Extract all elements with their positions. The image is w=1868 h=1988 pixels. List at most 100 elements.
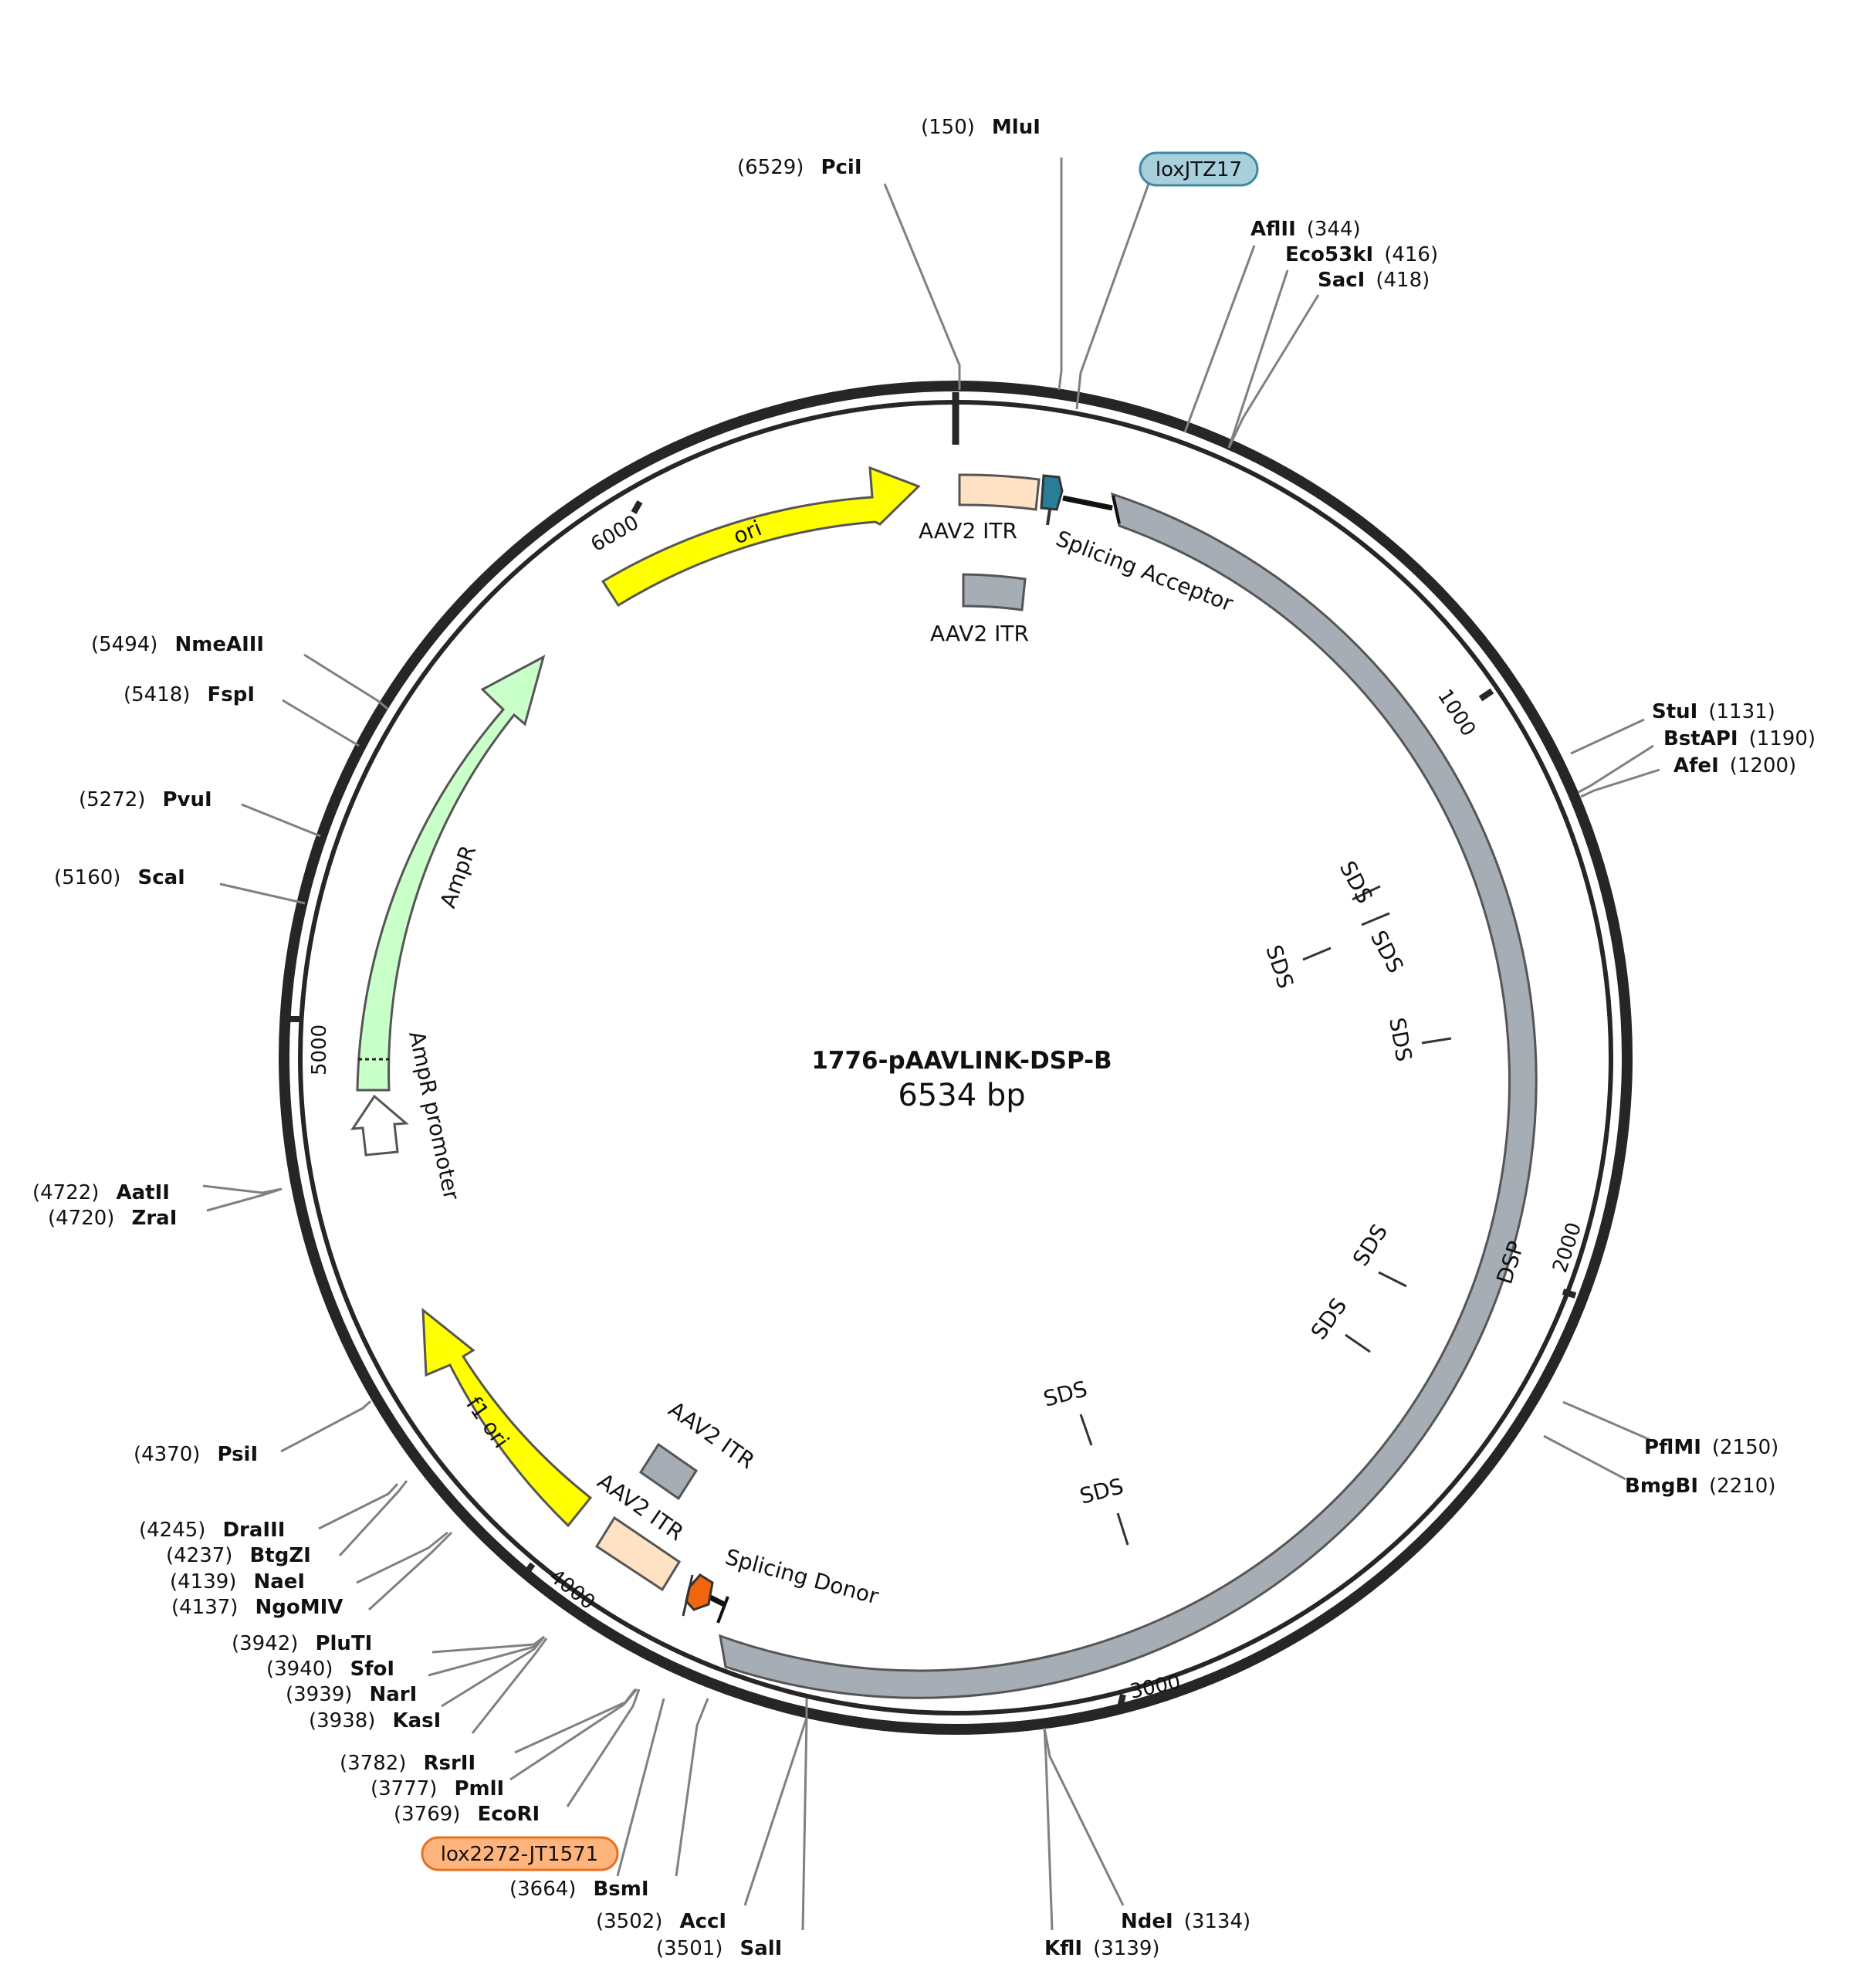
badge-loxjtz17-label: loxJTZ17 bbox=[1156, 158, 1242, 181]
leader-nari bbox=[441, 1636, 546, 1708]
leader-nmeaiii bbox=[303, 653, 388, 710]
site-saci: SacI(418) bbox=[1318, 269, 1430, 292]
leader-pflmi bbox=[1562, 1400, 1651, 1441]
badge-loxjtz17[interactable]: loxJTZ17 bbox=[1139, 151, 1259, 187]
site-ngomiv: (4137)NgoMIV bbox=[171, 1596, 343, 1619]
site-ndei: NdeI(3134) bbox=[1121, 1910, 1250, 1933]
site-leaders bbox=[202, 157, 1660, 1931]
sds-mark bbox=[1421, 1037, 1452, 1045]
leader-lox2272 bbox=[616, 1698, 665, 1877]
aav2-itr-features: AAV2 ITR AAV2 ITR AAV2 ITR AAV2 ITR bbox=[593, 473, 1041, 1592]
sds-mark bbox=[1116, 1512, 1129, 1546]
badge-lox2272-pill[interactable] bbox=[421, 1836, 619, 1871]
site-pvui: (5272)PvuI bbox=[79, 788, 212, 811]
aav2-itr-top-outer[interactable] bbox=[958, 473, 1041, 511]
sds-label: SDS bbox=[1041, 1376, 1090, 1412]
site-pmli: (3777)PmlI bbox=[371, 1777, 504, 1800]
splicing-acceptor-line bbox=[1062, 495, 1113, 511]
site-nari: (3939)NarI bbox=[286, 1683, 417, 1706]
leader-kfli bbox=[1043, 1727, 1054, 1931]
splicing-acceptor-cap bbox=[1112, 495, 1121, 524]
lox-jtz17-feature[interactable] bbox=[1040, 474, 1064, 526]
f1-ori-arrow[interactable] bbox=[421, 1307, 593, 1528]
site-naei: (4139)NaeI bbox=[170, 1570, 305, 1593]
aav2-itr-bottom-inner[interactable] bbox=[638, 1442, 699, 1501]
lox2272-tip bbox=[682, 1574, 694, 1617]
leader-mlui bbox=[1058, 157, 1063, 391]
sds-label: SDS bbox=[1077, 1473, 1126, 1509]
leader-zrai bbox=[206, 1187, 283, 1212]
leader-bmgbi bbox=[1543, 1434, 1626, 1481]
aav2-itr-bottom-outer[interactable] bbox=[594, 1516, 682, 1592]
sds-label: SDS bbox=[1306, 1293, 1352, 1344]
site-aatii: (4722)AatII bbox=[32, 1181, 170, 1204]
lox-jtz17-block[interactable] bbox=[1040, 474, 1064, 511]
tick-label-5000: 5000 bbox=[308, 1024, 331, 1075]
site-fspi: (5418)FspI bbox=[124, 683, 255, 706]
leader-bsmi bbox=[675, 1698, 709, 1877]
site-stui: StuI(1131) bbox=[1652, 700, 1775, 723]
ampr-promoter-arrow[interactable] bbox=[350, 1094, 409, 1157]
feature-ampr[interactable]: AmpR bbox=[356, 655, 546, 1092]
site-rsrii: (3782)RsrII bbox=[340, 1752, 475, 1775]
tick-label-1000: 1000 bbox=[1433, 685, 1480, 740]
plasmid-title: 1776-pAAVLINK-DSP-B 6534 bp bbox=[811, 1047, 1112, 1113]
leader-loxjtz17 bbox=[1075, 183, 1150, 410]
leader-ndei bbox=[1043, 1727, 1125, 1906]
site-bsmi: (3664)BsmI bbox=[509, 1878, 649, 1901]
feature-ori[interactable]: ori bbox=[601, 466, 921, 608]
site-pflmi: PflMI(2150) bbox=[1644, 1436, 1778, 1459]
leader-rsrii bbox=[514, 1688, 637, 1754]
feature-dsp[interactable]: DSP bbox=[719, 492, 1538, 1699]
sds-label: SDS bbox=[1261, 942, 1298, 992]
leader-btgzi bbox=[338, 1480, 408, 1557]
site-pluti: (3942)PluTI bbox=[232, 1632, 372, 1655]
tick-6000 bbox=[631, 500, 643, 514]
leader-ngomiv bbox=[367, 1531, 453, 1611]
site-acci: (3502)AccI bbox=[596, 1910, 726, 1933]
sds-mark bbox=[1079, 1414, 1093, 1446]
ori-arrow[interactable] bbox=[601, 466, 921, 608]
leader-ecori bbox=[566, 1688, 641, 1807]
dsp-arc[interactable] bbox=[719, 492, 1538, 1699]
ampr-label: AmpR bbox=[435, 842, 482, 911]
site-sfoi: (3940)SfoI bbox=[266, 1658, 394, 1681]
site-pcii: (6529)PciI bbox=[737, 156, 862, 179]
badge-loxjtz17-pill[interactable] bbox=[1139, 151, 1259, 187]
site-afei: AfeI(1200) bbox=[1673, 754, 1796, 777]
badge-lox2272-label: lox2272-JT1571 bbox=[441, 1843, 598, 1866]
leader-stui bbox=[1570, 718, 1645, 755]
leader-afei bbox=[1580, 768, 1660, 798]
sds-mark bbox=[1302, 947, 1332, 961]
leader-scai bbox=[219, 882, 306, 905]
sds-mark bbox=[1352, 885, 1381, 901]
aav2-itr-top-outer-label: AAV2 ITR bbox=[919, 518, 1017, 544]
leader-sali bbox=[801, 1698, 808, 1931]
ampr-arrow[interactable] bbox=[356, 655, 546, 1092]
site-mlui: (150)MluI bbox=[921, 116, 1041, 139]
tick-1000 bbox=[1478, 688, 1494, 702]
site-bstapi: BstAPI(1190) bbox=[1663, 727, 1816, 750]
site-draiii: (4245)DraIII bbox=[139, 1519, 285, 1542]
aav2-itr-top-inner[interactable] bbox=[962, 573, 1027, 611]
sds-mark bbox=[1378, 1271, 1407, 1288]
site-eco53ki: Eco53kI(416) bbox=[1285, 243, 1438, 266]
badge-lox2272[interactable]: lox2272-JT1571 bbox=[421, 1836, 619, 1871]
leader-kasi bbox=[471, 1637, 548, 1734]
backbone-outer-ring bbox=[279, 381, 1633, 1735]
site-nmeaiii: (5494)NmeAIII bbox=[91, 633, 264, 656]
lox2272-feature[interactable] bbox=[682, 1573, 714, 1617]
site-scai: (5160)ScaI bbox=[54, 866, 185, 889]
leader-draiii bbox=[318, 1482, 399, 1530]
sds-label: SDS bbox=[1384, 1015, 1416, 1063]
leader-fspi bbox=[282, 699, 360, 747]
leader-sfoi bbox=[428, 1635, 546, 1677]
tick-label-3000: 3000 bbox=[1128, 1671, 1183, 1704]
site-aflii: AflII(344) bbox=[1250, 218, 1361, 241]
site-kfli: KflI(3139) bbox=[1044, 1937, 1160, 1960]
sds-mark bbox=[1345, 1333, 1371, 1353]
tick-label-6000: 6000 bbox=[587, 511, 643, 557]
leader-acci bbox=[743, 1698, 808, 1906]
site-ecori: (3769)EcoRI bbox=[394, 1803, 540, 1826]
leader-bstapi bbox=[1578, 744, 1654, 794]
